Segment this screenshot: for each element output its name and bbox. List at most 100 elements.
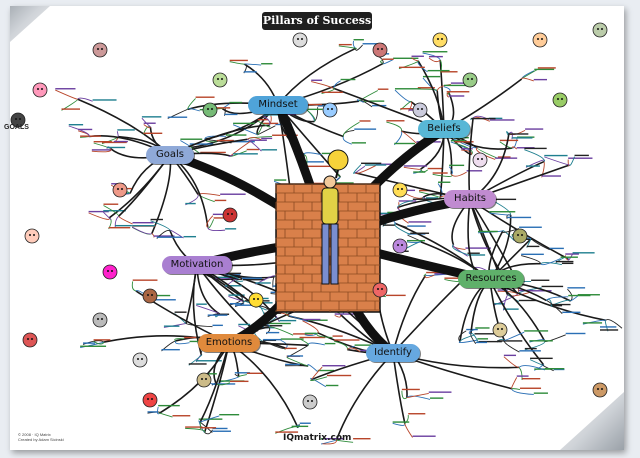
twig-label-mark [132, 279, 158, 281]
boat-doodle-eye [501, 328, 503, 330]
sub-twig [470, 333, 477, 344]
twig-label-mark [503, 354, 517, 357]
cartoon-man-doodle-eye [537, 38, 539, 40]
lightbulb-doodle-eye [437, 38, 439, 40]
clock-doodle [592, 382, 608, 398]
twig-label-mark [141, 116, 162, 118]
fine-print-line: Created by Adam Sicinski [18, 437, 64, 442]
twig-label-mark [291, 425, 309, 428]
branch-emotions: Emotions [198, 334, 260, 352]
twig-label-mark [531, 279, 550, 281]
goals-badge-label: GOALS [4, 124, 29, 131]
twig-label-mark [351, 142, 366, 144]
twig-label-mark [444, 277, 463, 279]
twig-label-mark [324, 342, 336, 345]
sub-twig [228, 296, 244, 302]
twig-label-mark [530, 357, 553, 360]
sub-twig [185, 323, 213, 328]
twig-label-mark [475, 341, 488, 344]
sub-twig [229, 61, 245, 65]
mug-doodle-eye [377, 48, 379, 50]
twig-label-mark [359, 120, 371, 122]
face-doodle-eye [29, 234, 31, 236]
twig-label-mark [80, 135, 101, 137]
twig-label-mark [228, 294, 245, 296]
twig-label-mark [91, 149, 111, 151]
sub-twig [503, 339, 520, 353]
sub-twig [131, 226, 153, 235]
twig-label-mark [407, 225, 426, 227]
twig-label-mark [311, 79, 323, 81]
twig-label-mark [507, 216, 532, 219]
sub-twig [91, 148, 112, 153]
sub-twig [299, 338, 309, 346]
sub-twig [521, 68, 539, 80]
twig-label-mark [304, 332, 317, 335]
cartoon-man-doodle-eye [541, 38, 543, 40]
sub-twig [401, 130, 417, 144]
twig [392, 275, 427, 354]
sub-twig [302, 320, 319, 334]
twig-label-mark [521, 253, 544, 256]
twig-label-mark [499, 139, 519, 142]
sub-twig [311, 366, 323, 380]
twig-label-mark [317, 369, 335, 372]
twig-label-mark [293, 333, 313, 335]
sub-twig [354, 165, 376, 174]
twig-label-mark [600, 329, 619, 331]
smiley-doodle [392, 182, 408, 198]
trophy-doodle-eye [307, 400, 309, 402]
twig-label-mark [375, 163, 399, 165]
sub-twig [524, 149, 545, 162]
twig-label-mark [541, 285, 564, 288]
twig-label-mark [378, 212, 391, 215]
twig-label-mark [494, 303, 506, 305]
twig-label-mark [489, 119, 515, 121]
twig-label-mark [568, 157, 593, 159]
twig-label-mark [299, 336, 326, 339]
twig-label-mark [158, 404, 180, 407]
twig-label-mark [363, 100, 385, 102]
sub-twig [503, 356, 520, 368]
lady-doodle-eye [381, 288, 383, 290]
sub-twig [334, 314, 342, 318]
twig-label-mark [55, 88, 76, 90]
frog-doodle [552, 92, 568, 108]
sub-twig [511, 388, 534, 395]
apple-doodle [142, 392, 158, 408]
sub-twig [605, 319, 623, 329]
clock-doodle-eye [597, 388, 599, 390]
twig-label-mark [242, 277, 262, 279]
twig-label-mark [287, 355, 304, 357]
sub-twig [353, 164, 362, 174]
person-doodle [102, 264, 118, 280]
twig-label-mark [233, 122, 255, 125]
twig-label-mark [225, 134, 247, 136]
twig-label-mark [549, 247, 564, 250]
twig-label-mark [189, 143, 214, 145]
sub-twig [508, 131, 513, 140]
branch-habits: Habits [444, 190, 496, 208]
twig-label-mark [524, 330, 549, 332]
twig-label-mark [408, 413, 426, 415]
sub-twig [102, 211, 112, 220]
twig-label-mark [377, 88, 389, 90]
page-title: Pillars of Success [262, 12, 372, 30]
frog-doodle-eye [561, 98, 563, 100]
twig-label-mark [544, 368, 565, 370]
twig-label-mark [488, 117, 503, 120]
woman-doodle-eye [151, 294, 153, 296]
twig-label-mark [471, 117, 496, 120]
twig-label-mark [80, 345, 107, 347]
twig-label-mark [411, 55, 424, 57]
sub-twig [436, 83, 451, 92]
twig-label-mark [263, 114, 284, 116]
sub-twig [228, 154, 234, 157]
boat-doodle [492, 322, 508, 338]
twig-label-mark [443, 84, 469, 87]
box-doodle [92, 312, 108, 328]
twig-label-mark [497, 156, 511, 158]
sub-twig [521, 255, 542, 264]
twig-label-mark [400, 108, 415, 110]
sub-twig [303, 152, 322, 156]
